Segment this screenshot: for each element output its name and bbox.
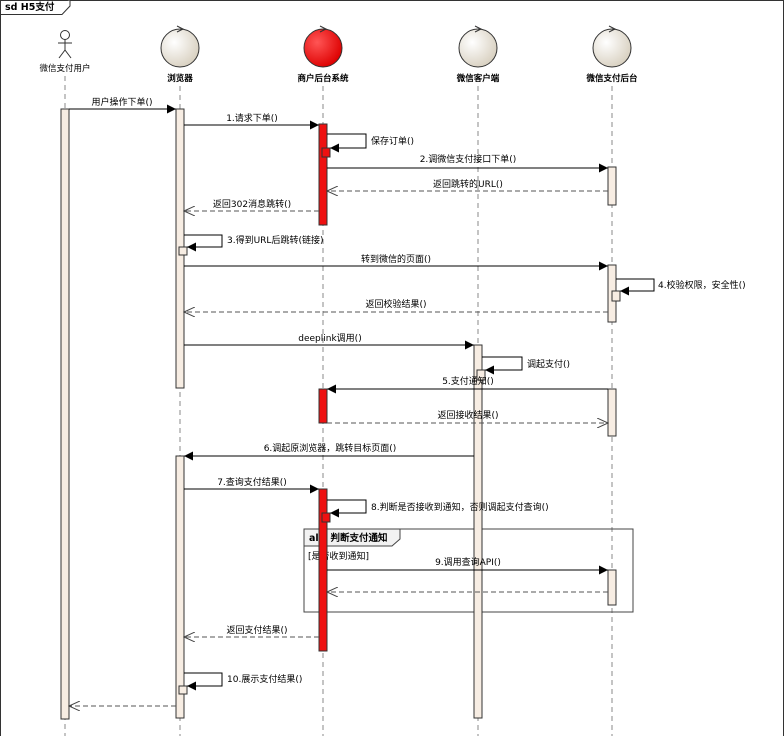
message-label: 返回接收结果()	[437, 409, 498, 421]
message-sync: 用户操作下单()	[69, 96, 176, 114]
red-control-circle-icon	[303, 25, 343, 68]
message-return: 返回接收结果()	[327, 409, 608, 423]
activation-bar	[607, 388, 617, 437]
message-sync: 9.调用查询API()	[327, 556, 608, 575]
alt-fragment: alt 判断支付通知 [是否收到通知]	[303, 528, 634, 613]
participant-label: 微信支付后台	[585, 73, 638, 84]
fragment-guard: [是否收到通知]	[308, 550, 369, 562]
message-self: 4.校验权限，安全性()	[616, 278, 746, 296]
activation-bar	[476, 369, 486, 381]
control-circle-icon	[160, 25, 200, 68]
message-label: deeplink调用()	[298, 333, 361, 344]
message-label: 5.支付通知()	[442, 375, 494, 387]
participant-wechat-client: 微信客户端	[456, 25, 500, 84]
message-self: 保存订单()	[327, 133, 414, 153]
participant-label: 商户后台系统	[297, 73, 349, 84]
message-label: 用户操作下单()	[91, 96, 152, 108]
message-label: 保存订单()	[371, 135, 414, 147]
stick-figure-icon	[58, 30, 72, 59]
message-label: 调起支付()	[527, 358, 570, 370]
participant-label: 微信支付用户	[39, 63, 90, 74]
participant-label: 浏览器	[167, 73, 193, 84]
message-return: 返回校验结果()	[184, 298, 608, 312]
activation-bar-red	[321, 147, 331, 158]
message-return: 返回支付结果()	[184, 624, 319, 637]
message-label: 9.调用查询API()	[435, 556, 501, 568]
message-label: 2.调微信支付接口下单()	[420, 153, 517, 165]
message-sync: 1.请求下单()	[184, 112, 319, 130]
message-label: 8.判断是否接收到通知，否则调起支付查询()	[371, 501, 549, 513]
message-sync: deeplink调用()	[184, 333, 474, 350]
activation-bar	[607, 569, 617, 606]
activation-bar-red	[318, 123, 328, 226]
lifelines	[64, 76, 613, 736]
frame-title: sd H5支付	[5, 1, 55, 13]
message-sync: 5.支付通知()	[327, 375, 608, 394]
activation-bar	[175, 455, 185, 719]
participant-wechat-pay: 微信支付后台	[585, 25, 638, 84]
message-label: 6.调起原浏览器，跳转目标页面()	[264, 442, 397, 454]
messages: 用户操作下单() 1.请求下单() 保存订单() 2.调微信支付接口下单() 返…	[69, 96, 746, 706]
control-circle-icon	[592, 25, 632, 68]
activation-bar	[178, 685, 188, 695]
message-self: 调起支付()	[482, 356, 570, 375]
participant-merchant: 商户后台系统	[297, 25, 349, 84]
message-label: 10.展示支付结果()	[227, 673, 302, 685]
activations	[60, 108, 621, 720]
message-label: 1.请求下单()	[226, 112, 278, 124]
message-sync: 6.调起原浏览器，跳转目标页面()	[184, 442, 474, 461]
message-sync: 转到微信的页面()	[184, 253, 608, 271]
activation-bar-red	[321, 512, 331, 523]
participant-browser: 浏览器	[160, 25, 200, 84]
fragment-operator: alt	[309, 533, 324, 544]
activation-bar	[473, 344, 483, 719]
fragment-header	[303, 528, 401, 547]
message-label: 转到微信的页面()	[361, 253, 431, 265]
message-sync: 2.调微信支付接口下单()	[327, 153, 608, 173]
message-label: 返回支付结果()	[226, 624, 287, 636]
activation-bar	[178, 246, 188, 256]
message-label: 7.查询支付结果()	[217, 476, 287, 488]
message-label: 返回跳转的URL()	[433, 178, 503, 190]
fragment-border	[303, 528, 634, 613]
activation-bar	[60, 108, 70, 720]
message-label: 返回302消息跳转()	[213, 198, 291, 210]
fragment-title: 判断支付通知	[331, 532, 388, 544]
participant-label: 微信客户端	[456, 73, 500, 84]
activation-bar	[611, 290, 621, 302]
message-return: 返回302消息跳转()	[184, 198, 319, 211]
message-sync: 7.查询支付结果()	[184, 476, 319, 494]
message-label: 4.校验权限，安全性()	[658, 279, 746, 291]
message-self: 10.展示支付结果()	[184, 672, 302, 691]
message-label: 3.得到URL后跳转(链接)	[227, 234, 323, 246]
message-self: 3.得到URL后跳转(链接)	[184, 234, 323, 252]
message-self: 8.判断是否接收到通知，否则调起支付查询()	[327, 499, 549, 518]
activation-bar-red	[318, 388, 328, 424]
frame-title-tab	[0, 0, 71, 15]
control-circle-icon	[458, 25, 498, 68]
participant-user: 微信支付用户	[39, 30, 91, 74]
message-return: 返回跳转的URL()	[327, 178, 608, 191]
activation-bar	[607, 166, 617, 206]
svg-text:alt 判断支付通知: alt 判断支付通知	[309, 532, 388, 544]
message-label: 返回校验结果()	[365, 298, 426, 310]
